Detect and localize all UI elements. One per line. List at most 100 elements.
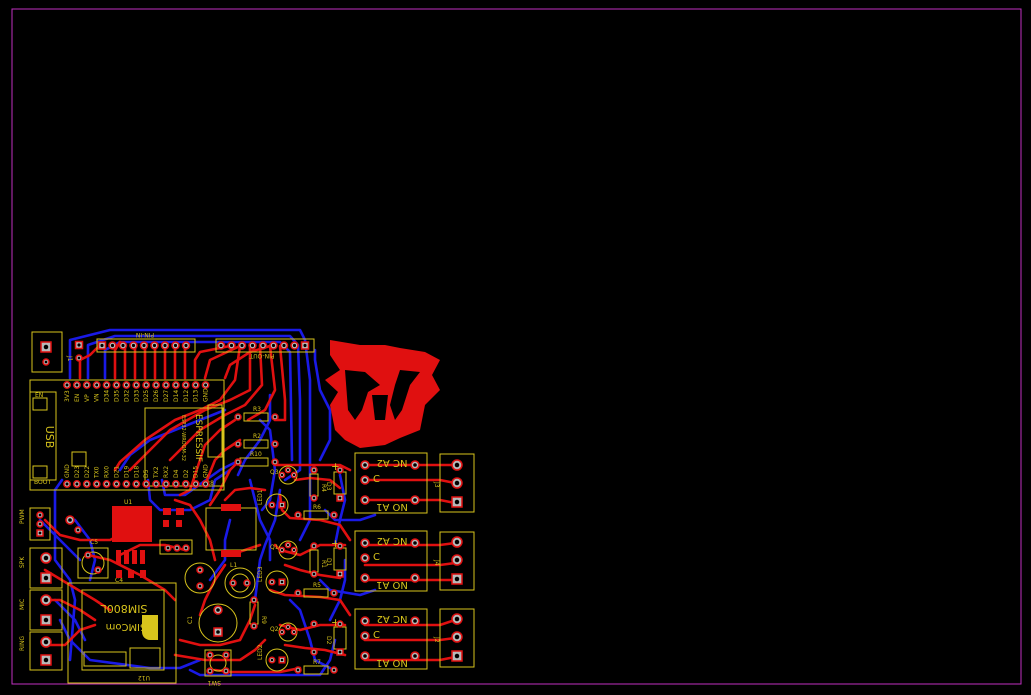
pad-hole [144,383,148,387]
pad-hole [43,555,49,561]
svg-text:D3: D3 [325,482,332,491]
pad-hole [413,541,417,545]
esp-pin-label: D14 [173,390,180,402]
pad-hole [270,503,274,507]
pad-hole [68,518,72,522]
pad-hole [338,622,342,626]
pad-hole [236,460,240,464]
pad-hole [105,482,109,486]
pin-out-header: PIN-OUT [215,338,315,359]
pad-hole [363,576,367,580]
esp-pin-label: D2 [183,469,190,478]
through-hole-pads [36,340,463,675]
pad-hole [184,343,188,348]
svg-text:SIM800L: SIM800L [100,602,148,615]
led-led2: LED2 [257,644,289,672]
pad-hole [280,548,284,552]
pad-hole [44,360,48,364]
pad-hole [280,503,284,507]
svg-text:Q1: Q1 [270,544,279,551]
pad-hole [164,383,168,387]
pad-hole [454,499,460,505]
pad-hole [208,653,212,657]
terminal-j4: J4 [433,531,475,591]
svg-text:+: + [331,460,340,473]
pad-hole [454,557,460,563]
pad-hole [454,653,460,659]
svg-text:R8: R8 [206,480,214,487]
pad-hole [163,343,167,348]
esp-pin-label: D5 [143,469,150,478]
pad-hole [75,482,79,486]
pad-hole [296,513,300,517]
pad-hole [121,343,125,348]
pad-hole [454,576,460,582]
svg-text:SPK: SPK [19,556,26,568]
pad-hole [194,482,198,486]
pad-hole [198,568,202,572]
esp-pin-label: D22 [84,466,91,478]
pad-hole [95,482,99,486]
svg-text:NO A1: NO A1 [376,657,408,668]
pad-hole [38,522,42,526]
esp-pin-label: D4 [173,469,180,478]
pad-hole [338,544,342,548]
svg-text:Q3: Q3 [270,469,279,476]
pad-hole [134,383,138,387]
pad-hole [312,544,316,548]
svg-text:R7: R7 [313,659,321,666]
pad-hole [454,616,460,622]
svg-text:L1: L1 [230,562,237,569]
chip-u1 [112,506,152,542]
pad-hole [312,650,316,654]
pad-hole [65,482,69,486]
pad-hole [43,617,49,623]
pad-hole [142,343,146,348]
esp-pin-label: D13 [193,390,200,402]
pad-hole [292,630,296,634]
resistor-r3: R3 [243,406,269,422]
pad-hole [252,624,256,628]
esp-pin-label: D27 [163,390,170,402]
esp-pin-label: D15 [193,466,200,478]
pad-hole [363,498,367,502]
pad-hole [224,669,228,673]
pad-hole [175,546,179,550]
svg-text:+: + [331,537,340,550]
pad-hole [43,575,49,581]
resistor-r7: R7 [303,659,329,675]
pad-hole [363,634,367,638]
esp-pin-label: RX2 [163,466,170,478]
pad-hole [240,343,244,348]
pad-hole [280,473,284,477]
svg-text:R4: R4 [320,484,327,492]
pad-hole [363,463,367,467]
svg-text:R3: R3 [253,406,261,413]
pad-hole [363,478,367,482]
esp-pin-label: TX0 [94,466,101,479]
connector-mic: MIC [19,589,63,631]
esp-pin-label: D33 [133,390,140,402]
pad-hole [270,658,274,662]
pad-hole [292,548,296,552]
svg-text:LED3: LED3 [257,566,264,582]
svg-text:LED2: LED2 [257,644,264,660]
svg-text:NC A2: NC A2 [377,613,408,624]
svg-text:PWM: PWM [19,509,26,524]
pad-hole [312,496,316,500]
esp-pin-label: D21 [114,466,121,478]
esp-pin-label: D32 [123,390,130,402]
pad-hole [413,654,417,658]
led-led1: LED1 [257,489,289,517]
pad-hole [270,580,274,584]
esp32-pin-labels: 3V3GNDEND23VPD22VNTX0D34RX0D35D21D32D19D… [64,388,210,479]
svg-text:J1: J1 [66,355,73,362]
pad-hole [292,343,297,348]
pad-hole [152,343,157,348]
svg-text:D2: D2 [325,636,332,645]
svg-text:R9: R9 [260,616,267,624]
pad-hole [96,568,100,572]
pad-hole [95,383,99,387]
pad-hole [454,480,460,486]
svg-text:C5: C5 [90,539,98,546]
